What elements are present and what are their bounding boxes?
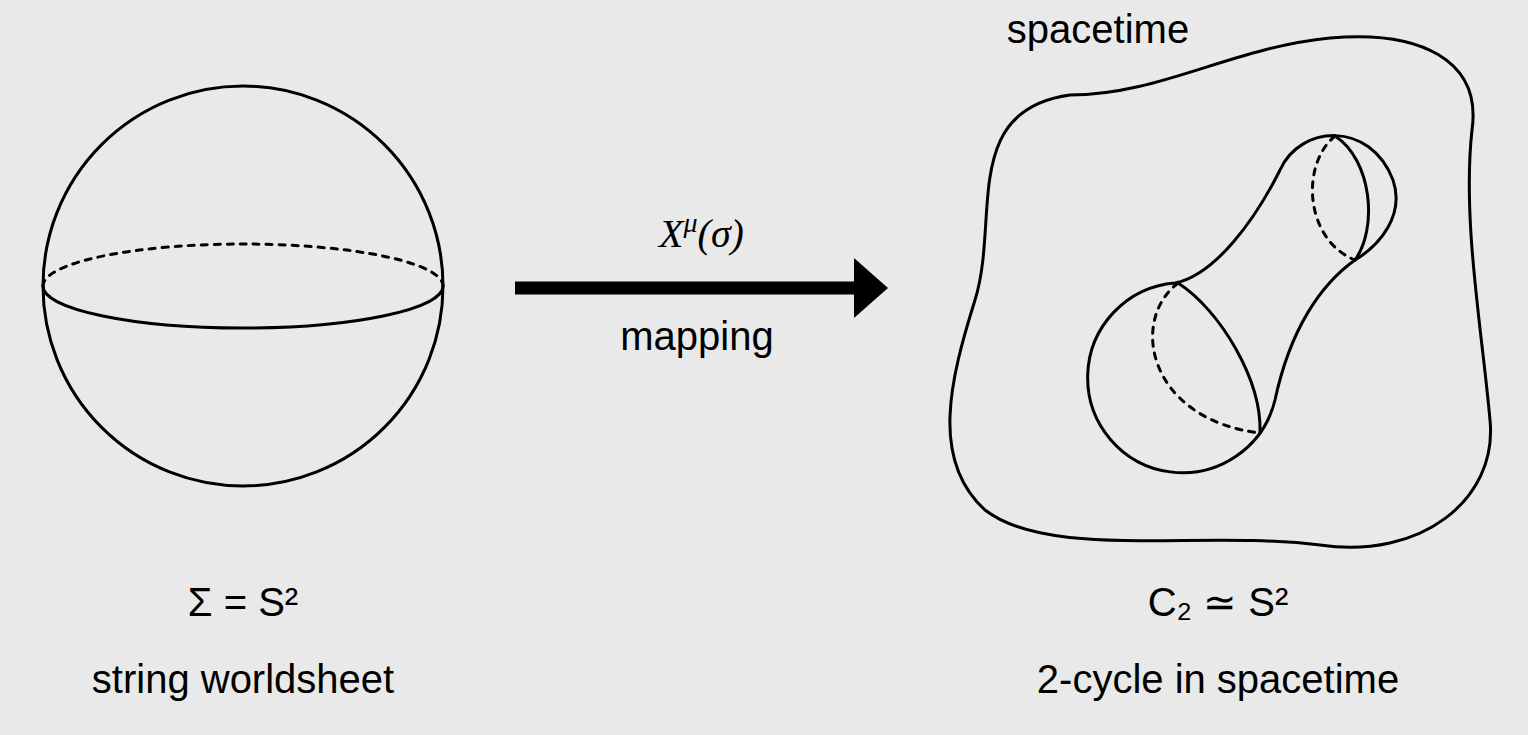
- two-cycle-surface: [1088, 136, 1396, 473]
- arrow-head: [854, 258, 888, 318]
- equator-front: [43, 286, 443, 328]
- cycle-section-back: [1153, 283, 1260, 433]
- caption-text: 2-cycle in spacetime: [1037, 655, 1399, 703]
- spacetime-blob: [950, 37, 1491, 548]
- caption-text: C₂ ≃ S²: [1148, 578, 1289, 626]
- arrow-caption: mapping: [620, 312, 773, 360]
- mapping-arrow: [515, 258, 888, 318]
- neck-section-back: [1312, 136, 1355, 260]
- equator-back: [43, 244, 443, 286]
- arrow-shaft: [515, 282, 856, 295]
- sphere-circle: [43, 86, 443, 486]
- spacetime-region: spacetime C₂ ≃ S² 2-cycle in spacetime: [930, 0, 1506, 735]
- cycle-section-front: [1178, 283, 1260, 433]
- sphere-outline: [0, 0, 486, 735]
- caption-text: Σ = S²: [188, 578, 298, 626]
- spacetime-outline: [930, 0, 1506, 735]
- worldsheet-sphere: Σ = S² string worldsheet: [0, 0, 486, 735]
- neck-section-front: [1335, 136, 1369, 260]
- caption-text: string worldsheet: [92, 655, 394, 703]
- region-label: spacetime: [1007, 5, 1189, 53]
- mapping-symbol: Xμ(σ): [659, 210, 744, 258]
